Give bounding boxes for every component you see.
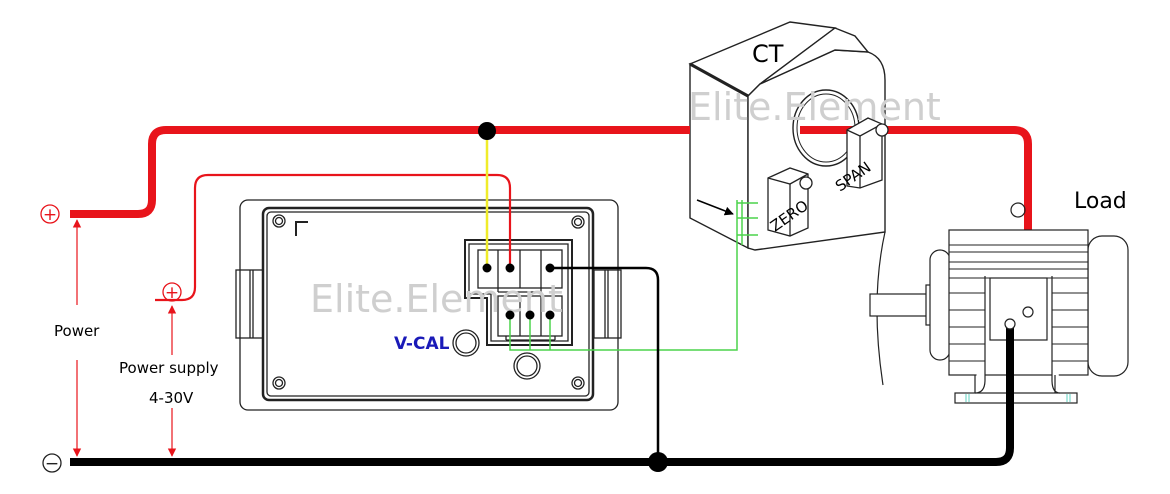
motor-load bbox=[869, 202, 1129, 404]
load-title: Load bbox=[1074, 189, 1127, 214]
voltage-range-label: 4-30V bbox=[149, 389, 194, 407]
junction-negative bbox=[648, 452, 668, 472]
watermark-ct: Elite.Element bbox=[688, 85, 941, 129]
power-supply-label: Power supply bbox=[119, 359, 219, 377]
v-cal-label: V-CAL bbox=[394, 334, 450, 354]
panel-meter bbox=[235, 199, 622, 411]
v-cal-potentiometer bbox=[452, 329, 480, 357]
junction-positive bbox=[478, 122, 496, 140]
motor-terminal-negative bbox=[1004, 318, 1016, 330]
plus-supply-symbol: + bbox=[165, 283, 179, 303]
watermark-meter: Elite.Element bbox=[310, 277, 563, 321]
plus-main-icon bbox=[40, 204, 60, 224]
polarity-symbols bbox=[40, 204, 182, 302]
positive-load-wire bbox=[800, 126, 1032, 310]
ct-title: CT bbox=[752, 40, 784, 68]
negative-meter-wire bbox=[550, 266, 660, 462]
sensor-wires-green bbox=[509, 200, 758, 351]
positive-main-wire bbox=[70, 126, 690, 218]
meter-terminals bbox=[482, 263, 555, 320]
motor-fins bbox=[949, 244, 1088, 362]
power-arrows bbox=[72, 219, 177, 457]
positive-supply-wire bbox=[155, 173, 512, 302]
power-label: Power bbox=[54, 322, 100, 340]
minus-icon bbox=[42, 453, 62, 473]
plus-main-symbol: + bbox=[43, 205, 57, 225]
ct-direction-arrow bbox=[696, 199, 734, 216]
negative-main-wire bbox=[70, 326, 1014, 466]
minus-symbol: − bbox=[45, 454, 59, 474]
ct-adjusters bbox=[767, 117, 889, 237]
plus-supply-icon bbox=[162, 282, 182, 302]
adjust-potentiometer bbox=[513, 352, 541, 380]
motor-terminal-positive bbox=[1022, 306, 1034, 318]
